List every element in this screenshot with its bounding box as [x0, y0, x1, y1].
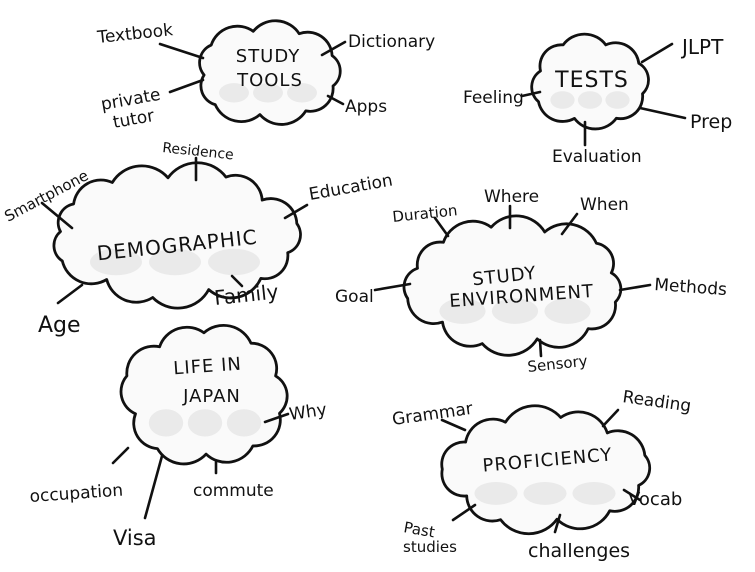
- connector: [56, 283, 84, 305]
- leaf-past-studies: Past: [402, 518, 436, 541]
- cloud-shading: [577, 91, 603, 109]
- connector: [433, 216, 450, 238]
- connector: [168, 78, 205, 94]
- leaf-prep: Prep: [690, 111, 732, 133]
- connector: [553, 513, 562, 534]
- leaf-goal: Goal: [335, 287, 374, 307]
- leaf-occupation: occupation: [29, 481, 124, 507]
- cloud-shading: [253, 83, 283, 103]
- leaf-dictionary: Dictionary: [348, 32, 435, 52]
- cloud-title: JAPAN: [182, 386, 241, 407]
- cloud-shading: [148, 409, 184, 437]
- cloud-title: LIFE IN: [173, 354, 243, 380]
- connector: [640, 42, 674, 64]
- leaf-grammar: Grammar: [391, 399, 474, 430]
- leaf-apps: Apps: [345, 97, 387, 117]
- leaf-feeling: Feeling: [463, 88, 524, 108]
- connector: [451, 503, 477, 522]
- leaf-jlpt: JLPT: [680, 35, 724, 59]
- connector: [158, 42, 205, 60]
- cloud-shading: [287, 83, 317, 103]
- cloud-title: STUDY: [236, 46, 300, 67]
- leaf-methods: Methods: [654, 275, 728, 300]
- cloud-title: TESTS: [554, 68, 629, 93]
- connector: [263, 412, 290, 424]
- connector: [520, 90, 542, 98]
- connector: [601, 408, 620, 428]
- connector: [326, 94, 345, 106]
- connector: [143, 454, 164, 520]
- connector: [111, 446, 130, 465]
- cloud-shading: [187, 409, 223, 437]
- leaf-challenges: challenges: [528, 540, 630, 562]
- cloud-title: TOOLS: [236, 70, 303, 91]
- leaf-why: Why: [288, 400, 328, 425]
- leaf-education: Education: [307, 171, 394, 205]
- cloud-shading: [90, 248, 142, 276]
- leaf-evaluation: Evaluation: [552, 147, 642, 167]
- connector: [538, 338, 543, 358]
- cloud-shading: [491, 298, 539, 324]
- connector: [618, 283, 652, 292]
- cloud-shading: [219, 83, 249, 103]
- cloud-shading: [523, 481, 567, 505]
- connector: [320, 40, 347, 57]
- leaf-residence: Residence: [162, 140, 235, 163]
- connector: [560, 212, 579, 236]
- connector: [40, 201, 74, 230]
- leaf-vocab: Vocab: [628, 489, 682, 510]
- leaf-reading: Reading: [621, 387, 692, 416]
- connector: [230, 274, 244, 288]
- cloud-shading: [572, 481, 616, 505]
- leaf-past-studies: studies: [403, 538, 457, 556]
- connector: [373, 282, 412, 292]
- cloud-shading: [439, 298, 486, 324]
- leaf-sensory: Sensory: [527, 352, 589, 376]
- node-tests: TESTS JLPT Feeling Prep Evaluation: [463, 35, 732, 167]
- leaf-when: When: [580, 195, 629, 215]
- connector: [283, 203, 309, 220]
- cloud-shading: [550, 91, 575, 109]
- cloud-shading: [605, 91, 630, 109]
- cloud-shading: [149, 248, 201, 276]
- leaf-age: Age: [38, 313, 81, 338]
- leaf-commute: commute: [193, 481, 274, 501]
- cloud-shading: [208, 248, 260, 276]
- leaf-duration: Duration: [392, 201, 459, 226]
- cloud-shading: [474, 481, 518, 505]
- node-life-in-japan: LIFE IN JAPAN Why occupation commute Vis…: [29, 354, 328, 550]
- cloud-shading: [544, 298, 591, 324]
- connector: [622, 488, 642, 502]
- leaf-where: Where: [484, 187, 539, 207]
- leaf-visa: Visa: [113, 526, 157, 550]
- cloud-shading: [226, 409, 262, 437]
- connector: [638, 106, 687, 120]
- connector: [440, 418, 467, 432]
